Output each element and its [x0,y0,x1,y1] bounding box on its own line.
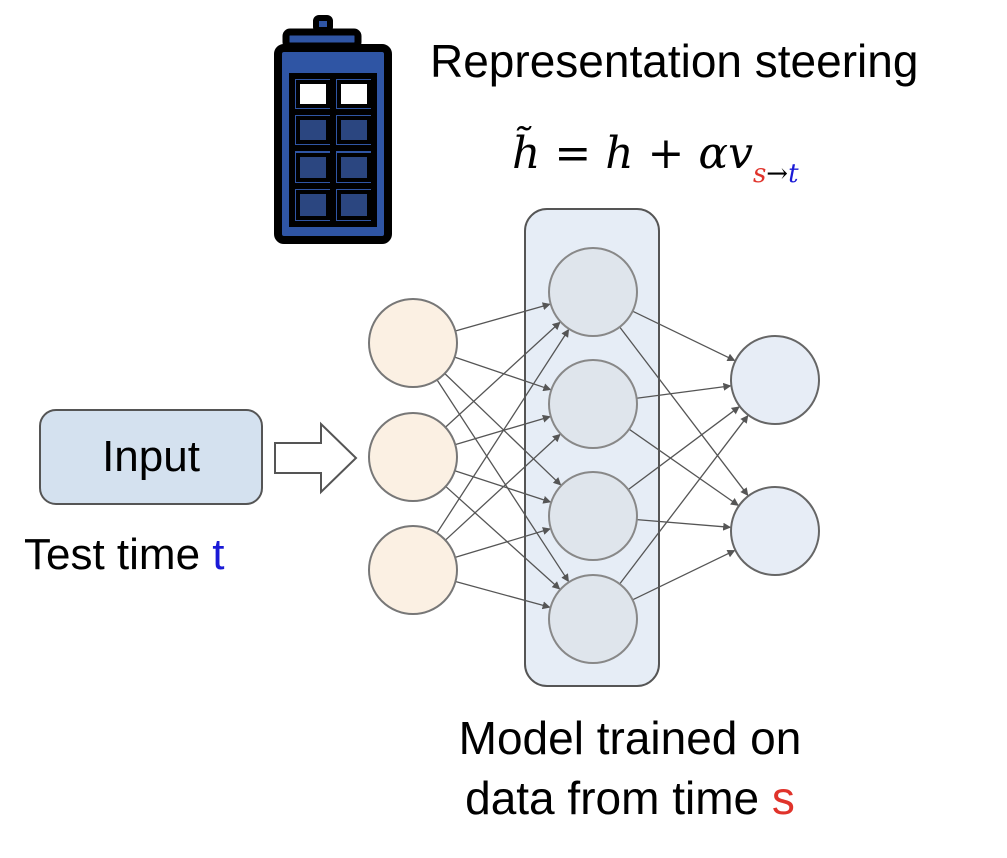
model-caption-var: s [771,772,795,824]
input-hidden-edge-2-1 [444,321,561,428]
hidden-output-connections [619,310,749,601]
tardis-icon [274,15,392,244]
hidden-neuron-4 [548,574,638,664]
input-box [39,409,263,505]
formula-plus: + [633,128,699,179]
input-hidden-edge-3-3 [454,527,551,558]
hidden-output-edge-1-1 [632,310,736,361]
test-time-label: Test time t [24,530,225,580]
output-neuron-1 [730,335,820,425]
diagram-title: Representation steering [430,35,919,87]
hidden-output-edge-3-1 [627,406,740,491]
input-hidden-edge-1-1 [455,302,551,332]
test-time-prefix: Test time [24,530,213,579]
input-hidden-edge-1-3 [444,373,562,486]
input-hidden-connections [436,302,570,610]
formula-sub-arrow: → [766,159,789,189]
input-label: Input [102,432,200,481]
input-hidden-edge-1-4 [436,379,569,583]
test-time-var: t [212,530,225,579]
hidden-output-edge-4-1 [619,415,749,585]
model-caption-line2: data from time s [380,768,880,828]
hidden-neuron-1 [548,247,638,337]
hidden-neuron-3 [548,471,638,561]
block-arrow-icon [274,421,358,495]
formula-sub-target: t [788,159,799,189]
input-neuron-3 [368,525,458,615]
output-neuron-2 [730,486,820,576]
steering-formula: h̃ = h + αvs→t [512,128,799,189]
input-neuron-2 [368,412,458,502]
hidden-neuron-2 [548,359,638,449]
hidden-output-edge-3-2 [636,518,732,531]
input-hidden-edge-2-4 [445,485,561,590]
hidden-output-edge-1-2 [619,326,749,496]
model-caption-line1: Model trained on [458,712,802,764]
formula-lhs: h̃ [512,128,541,179]
model-caption-prefix: data from time [465,772,772,824]
formula-equals: = [540,128,606,179]
formula-h: h [605,128,634,179]
input-hidden-edge-3-2 [444,433,561,541]
hidden-output-edge-2-1 [636,382,732,399]
input-hidden-edge-3-1 [436,328,570,534]
hidden-output-edge-2-2 [628,428,739,506]
input-hidden-edge-1-2 [454,356,552,392]
formula-alpha-v: αv [698,128,753,179]
hidden-output-edge-4-2 [632,550,736,601]
input-neuron-1 [368,298,458,388]
input-hidden-edge-2-3 [454,470,552,504]
formula-subscript: s→t [753,159,799,189]
formula-sub-source: s [752,159,767,189]
input-hidden-edge-3-4 [455,580,551,610]
